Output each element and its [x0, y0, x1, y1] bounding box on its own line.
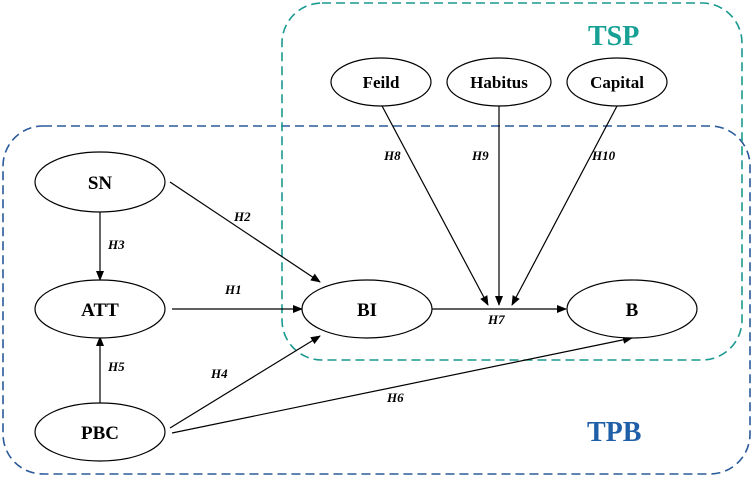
node-sn [34, 151, 166, 213]
node-feild-label: Feild [363, 73, 400, 92]
edge-h10 [511, 105, 618, 306]
edge-label-h10: H10 [591, 148, 616, 163]
node-b [566, 279, 698, 339]
node-habitus-label: Habitus [470, 73, 528, 92]
edge-label-h5: H5 [107, 359, 125, 374]
edge-label-h3: H3 [107, 237, 125, 252]
edge-label-h4: H4 [210, 366, 228, 381]
tsp-group-box [281, 2, 743, 361]
edge-h4 [169, 335, 321, 429]
edge-h8 [380, 103, 489, 306]
node-b-label: B [626, 300, 639, 321]
edge-label-h8: H8 [383, 148, 401, 163]
edge-label-h6: H6 [386, 390, 404, 405]
edge-label-h7: H7 [487, 312, 505, 327]
tpb-group-label: TPB [587, 417, 641, 448]
node-att [34, 279, 166, 339]
node-feild [330, 57, 432, 107]
edge-label-h9: H9 [471, 148, 489, 163]
node-capital-label: Capital [590, 73, 644, 92]
tpb-group-box [2, 125, 751, 475]
node-att-label: ATT [81, 300, 119, 321]
node-bi [301, 279, 433, 339]
edge-h2 [169, 181, 321, 283]
node-habitus [446, 57, 552, 107]
node-bi-label: BI [357, 300, 377, 321]
node-capital [566, 57, 668, 107]
edge-label-h2: H2 [233, 209, 251, 224]
node-pbc-label: PBC [81, 423, 119, 444]
node-pbc [34, 402, 166, 462]
edge-h6 [171, 335, 633, 434]
edge-label-h1: H1 [224, 282, 242, 297]
tsp-group-label: TSP [588, 21, 639, 52]
node-sn-label: SN [88, 173, 113, 194]
